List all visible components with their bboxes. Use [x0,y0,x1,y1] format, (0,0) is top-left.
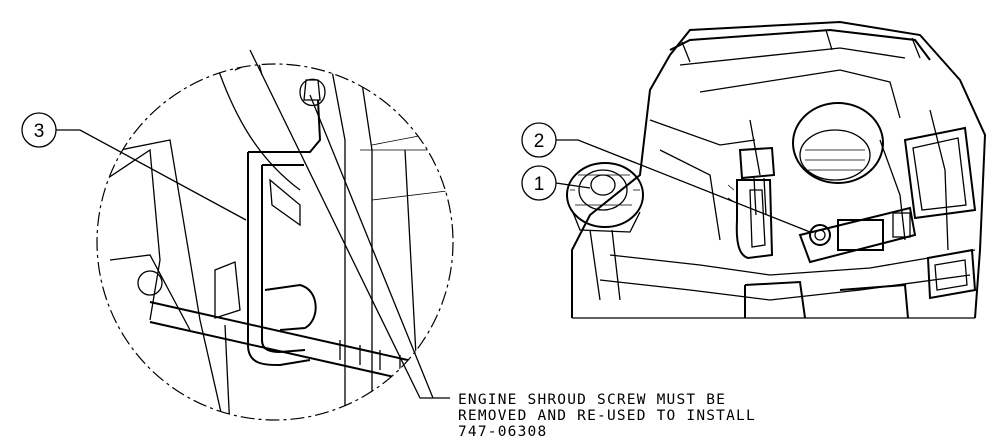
note-line-2: REMOVED AND RE-USED TO INSTALL [458,408,756,424]
note-line-3: 747-06308 [458,424,547,440]
detail-contents [104,64,453,420]
detail-circle-border [96,63,454,421]
callout-3-label: 3 [34,121,45,142]
detail-view [96,63,454,421]
callout-2: 2 [521,122,811,233]
dashboard-view [566,20,987,319]
installation-note: ENGINE SHROUD SCREW MUST BE REMOVED AND … [458,392,756,440]
callout-1-label: 1 [534,174,545,195]
callout-1: 1 [521,165,591,201]
callout-3: 3 [21,112,247,221]
note-leader [249,49,450,399]
note-line-1: ENGINE SHROUD SCREW MUST BE [458,392,726,408]
callout-2-label: 2 [534,131,545,152]
